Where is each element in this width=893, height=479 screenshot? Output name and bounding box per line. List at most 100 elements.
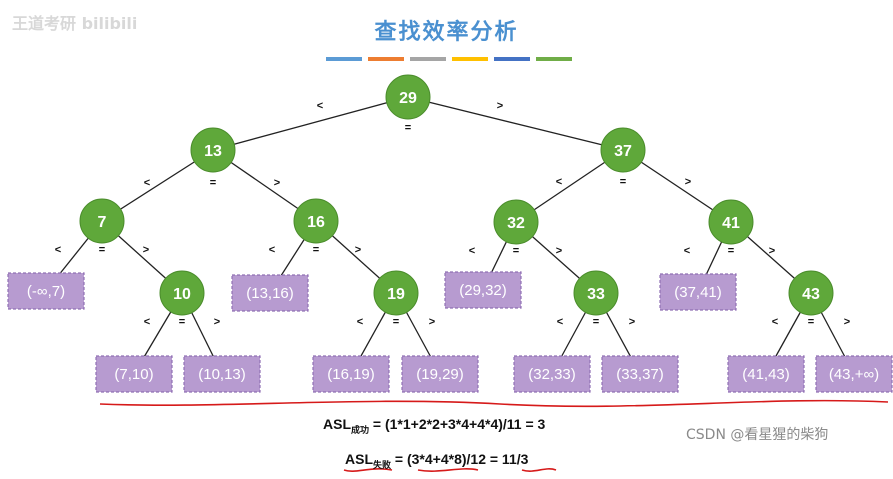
node-label-n19: 19 [387,286,405,303]
node-circle-n29 [385,74,431,120]
node-label-n33: 33 [587,286,605,303]
leaf-label-l11: (41,43) [742,366,790,383]
compare-symbol-lt: < [684,245,690,257]
node-circle-n13 [190,127,236,173]
compare-symbol-eq: = [405,122,411,134]
node-circle-n32 [493,199,539,245]
leaf-box-l11 [727,355,805,393]
compare-symbol-eq: = [99,244,105,256]
leaf-box-l8 [401,355,479,393]
compare-symbol-lt: < [144,316,150,328]
page-title: 查找效率分析 [374,20,519,45]
compare-symbol-lt: < [317,100,323,112]
accent-bar-2 [410,57,446,61]
compare-symbol-eq: = [393,316,399,328]
watermark: 王道考研 bilibili [12,14,138,33]
compare-symbol-eq: = [728,245,734,257]
leaf-label-l5: (7,10) [114,366,153,383]
compare-symbol-gt: > [844,316,850,328]
compare-symbol-gt: > [274,177,280,189]
leaf-label-l9: (32,33) [528,366,576,383]
leaf-box-l9 [513,355,591,393]
compare-symbol-gt: > [769,245,775,257]
compare-symbol-eq: = [808,316,814,328]
compare-symbol-gt: > [685,176,691,188]
leaf-box-l2 [231,274,309,312]
red-underline-asl [343,468,393,472]
node-circle-n41 [708,199,754,245]
leaf-box-l4 [659,273,737,311]
asl-fail-formula: ASL失败 = (3*4+4*8)/12 = 11/3 [345,451,528,471]
node-circle-n16 [293,198,339,244]
leaf-label-l12: (43,+∞) [829,366,879,383]
leaf-label-l2: (13,16) [246,285,294,302]
asl-success-prefix: ASL [323,416,351,432]
node-label-n43: 43 [802,286,820,303]
node-circle-n33 [573,270,619,316]
node-label-n13: 13 [204,143,222,160]
compare-symbol-gt: > [629,316,635,328]
asl-success-sub: 成功 [351,424,370,435]
compare-symbol-eq: = [179,316,185,328]
asl-success-expr: = (1*1+2*2+3*4+4*4)/11 = 3 [369,416,546,432]
compare-symbol-lt: < [269,244,275,256]
red-underline-expr [417,468,479,472]
compare-symbol-gt: > [556,245,562,257]
leaf-box-l10 [601,355,679,393]
node-circle-n10 [159,270,205,316]
accent-bar-1 [368,57,404,61]
leaf-label-l8: (19,29) [416,366,464,383]
leaf-label-l1: (-∞,7) [27,283,65,300]
compare-symbol-lt: < [557,316,563,328]
node-label-n41: 41 [722,215,740,232]
accent-bar-3 [452,57,488,61]
compare-symbol-eq: = [313,244,319,256]
accent-bar-4 [494,57,530,61]
compare-symbol-lt: < [469,245,475,257]
leaf-label-l7: (16,19) [327,366,375,383]
compare-symbol-gt: > [355,244,361,256]
compare-symbol-eq: = [513,245,519,257]
leaf-label-l4: (37,41) [674,284,722,301]
title-accent-bars [326,57,572,61]
leaf-label-l6: (10,13) [198,366,246,383]
asl-fail-sub: 失败 [373,459,392,470]
node-label-n37: 37 [614,143,632,160]
red-underline-tree [99,399,889,408]
accent-bar-5 [536,57,572,61]
compare-symbol-eq: = [593,316,599,328]
leaf-box-l6 [183,355,261,393]
node-circle-n37 [600,127,646,173]
compare-symbol-lt: < [772,316,778,328]
edge-n29-n13 [212,96,409,151]
asl-success-formula: ASL成功 = (1*1+2*2+3*4+4*4)/11 = 3 [323,416,545,436]
node-label-n16: 16 [307,214,325,231]
compare-symbol-gt: > [214,316,220,328]
node-circle-n7 [79,198,125,244]
node-circle-n43 [788,270,834,316]
leaf-box-l12 [815,355,893,393]
asl-fail-expr: = (3*4+4*8)/12 = 11/3 [391,451,529,467]
leaf-box-l5 [95,355,173,393]
compare-symbol-gt: > [497,100,503,112]
node-label-n7: 7 [98,214,107,231]
compare-symbol-gt: > [429,316,435,328]
node-label-n32: 32 [507,215,525,232]
leaf-box-l1 [7,272,85,310]
edge-n29-n37 [407,96,624,151]
leaf-label-l3: (29,32) [459,282,507,299]
compare-symbol-lt: < [55,244,61,256]
compare-symbol-lt: < [144,177,150,189]
compare-symbol-gt: > [143,244,149,256]
node-label-n29: 29 [399,90,417,107]
compare-symbol-eq: = [210,177,216,189]
compare-symbol-eq: = [620,176,626,188]
leaf-label-l10: (33,37) [616,366,664,383]
compare-symbol-lt: < [357,316,363,328]
accent-bar-0 [326,57,362,61]
compare-symbol-lt: < [556,176,562,188]
node-circle-n19 [373,270,419,316]
node-label-n10: 10 [173,286,191,303]
red-underline-result [521,468,557,472]
